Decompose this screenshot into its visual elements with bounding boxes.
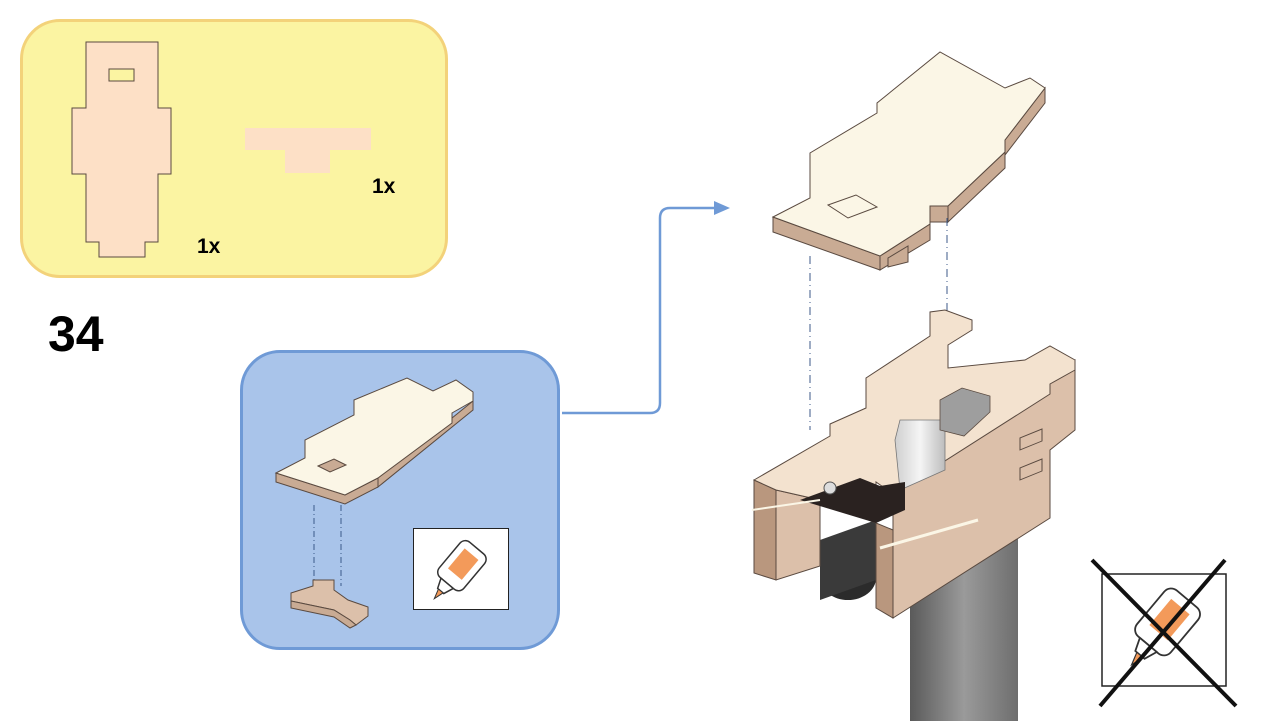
part-t-piece-quantity: 1x: [372, 175, 396, 198]
detail-t-piece: [290, 579, 369, 629]
part-top-plate: [71, 41, 172, 258]
no-glue-icon: [1090, 558, 1238, 708]
part-top-plate-quantity: 1x: [197, 235, 221, 258]
detail-top-plate: [274, 377, 474, 505]
part-t-piece: [245, 128, 371, 173]
step-number: 34: [48, 306, 104, 362]
camera-housing: [751, 309, 1076, 721]
glue-bottle-icon: [433, 539, 487, 600]
part-top-plate-slot: [108, 68, 135, 82]
main-top-plate: [771, 51, 1046, 271]
connector-arrow: [562, 206, 718, 415]
